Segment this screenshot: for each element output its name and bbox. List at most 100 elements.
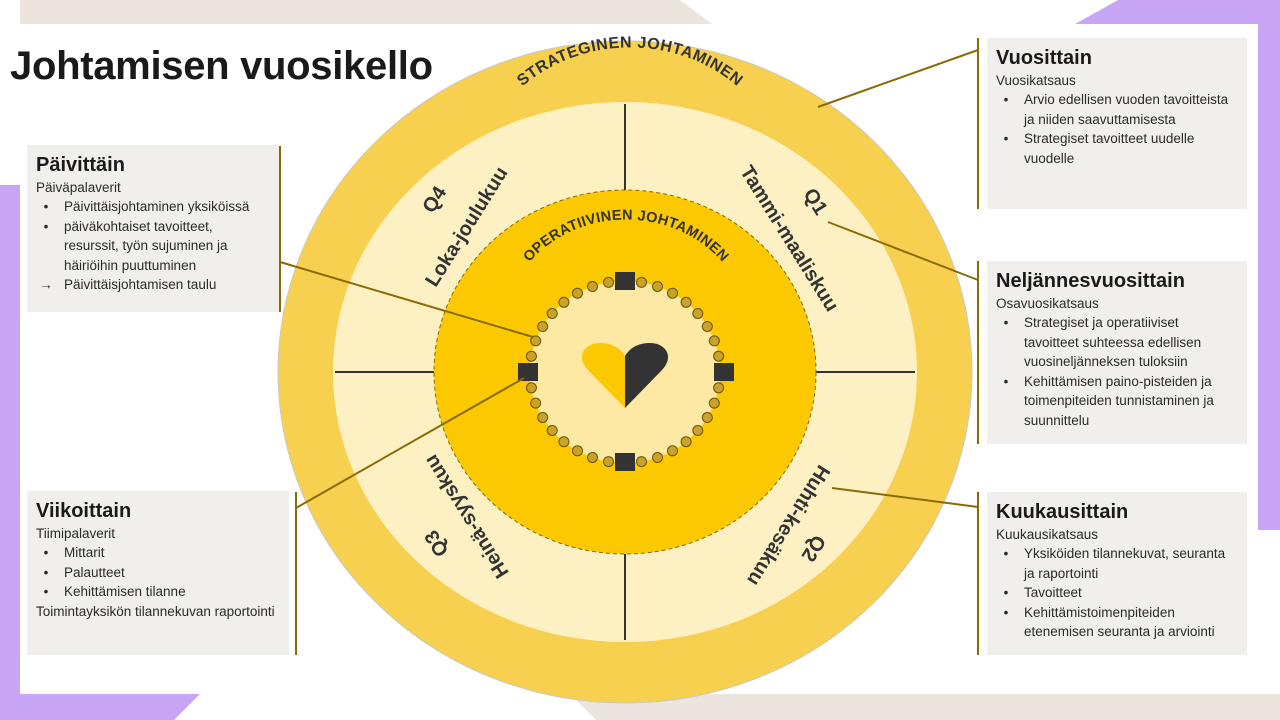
bullet-marker: •	[43, 199, 49, 214]
bead-dot	[652, 452, 663, 463]
list-item: • Kehittämisen tilanne	[36, 582, 279, 602]
list-item: • Päivittäisjohtaminen yksiköissä	[36, 197, 269, 217]
bead-dot	[636, 456, 647, 468]
panel-monthly: Kuukausittain Kuukausikatsaus • Yksiköide…	[987, 492, 1247, 655]
list-item-text: Kehittämistoimenpiteiden etenemisen seur…	[1024, 604, 1215, 640]
panel-list: • Mittarit •Palautteet • Kehittämisen tila…	[36, 543, 279, 602]
bead-dot	[558, 296, 570, 308]
bead-dot	[546, 308, 558, 319]
list-item: • Strategiset ja operatiiviset tavoitteet…	[996, 313, 1237, 372]
purple-corner-shape	[0, 694, 200, 720]
connector-line	[279, 261, 534, 338]
bead-dot	[537, 412, 549, 423]
beige-corner-shape	[20, 0, 712, 24]
bead-dot	[692, 425, 704, 436]
panel-yearly: Vuosittain Vuosikatsaus •Arvio edellisen…	[987, 38, 1247, 209]
panel-title: Viikoittain	[36, 500, 132, 522]
bead-dot	[546, 425, 558, 436]
beige-corner-shape	[570, 694, 1280, 720]
bullet-marker: •	[1003, 92, 1009, 107]
bead-dot	[667, 445, 678, 457]
panel-list: • Arvio edellisen vuoden tavoitteista ja …	[996, 90, 1237, 168]
bullet-marker: •	[43, 545, 49, 560]
panel-weekly: Viikoittain Tiimipalaverit • Mittarit •Pa…	[27, 491, 289, 655]
list-item-text: Päivittäisjohtaminen yksiköissä	[64, 199, 250, 214]
list-item: • Mittarit	[36, 543, 279, 563]
arrow-icon: →	[39, 277, 53, 292]
bead-dot	[708, 335, 720, 347]
list-item-text: Strategiset ja operatiiviset tavoitteet …	[1024, 315, 1202, 369]
panel-daily: Päivittäin Päiväpalaverit • Päivittäisjoh…	[27, 145, 279, 312]
bullet-marker: •	[1003, 546, 1009, 561]
heart-icon	[581, 343, 669, 408]
bead-dot	[636, 276, 647, 288]
bead-dot	[530, 335, 542, 347]
bead-dot	[667, 287, 678, 299]
panel-list: • Yksiköiden tilannekuvat, seuranta ja ra…	[996, 544, 1237, 642]
panel-list: • Päivittäisjohtaminen yksiköissä •päiväk…	[36, 197, 269, 295]
bullet-marker: •	[43, 584, 49, 599]
panel-title: Neljännesvuosittain	[996, 270, 1185, 292]
bead-dot	[713, 350, 725, 362]
bullet-marker: •	[1003, 131, 1009, 146]
bullet-marker: •	[1003, 585, 1009, 600]
bead-dot	[603, 276, 614, 288]
square-marker	[714, 363, 734, 381]
panel-subtitle: Vuosikatsaus	[996, 73, 1076, 88]
list-item-text: Mittarit	[64, 545, 105, 560]
connector-line	[817, 49, 979, 108]
panel-subtitle: Kuukausikatsaus	[996, 527, 1099, 542]
list-item-text: Strategiset tavoitteet uudelle vuodelle	[1024, 131, 1195, 166]
list-item-text: Kehittämisen tilanne	[64, 584, 186, 599]
list-item: • Yksiköiden tilannekuvat, seuranta ja ra…	[996, 544, 1237, 583]
list-item-text: Tavoitteet	[1024, 585, 1082, 600]
panel-title: Päivittäin	[36, 154, 125, 176]
square-marker	[518, 363, 538, 381]
bead-dot	[680, 296, 692, 308]
panel-list: • Strategiset ja operatiiviset tavoitteet…	[996, 313, 1237, 430]
bead-dot	[525, 382, 537, 394]
bead-dot	[701, 412, 713, 423]
panel-subtitle: Päiväpalaverit	[36, 180, 121, 195]
list-item: •Kehittämisen paino-pisteiden ja toimenp…	[996, 372, 1237, 431]
panel-subtitle: Tiimipalaverit	[36, 526, 116, 541]
bead-dot	[572, 287, 583, 299]
bead-dot	[558, 436, 570, 448]
bead-dot	[537, 321, 549, 332]
square-marker	[615, 453, 635, 471]
bullet-marker: •	[43, 564, 49, 580]
list-item: • Tavoitteet	[996, 583, 1237, 603]
list-item: • Arvio edellisen vuoden tavoitteista ja …	[996, 90, 1237, 129]
connectors	[279, 38, 979, 655]
bead-dot	[701, 321, 713, 332]
page-title: Johtamisen vuosikello	[10, 44, 433, 88]
bead-dot	[603, 456, 614, 468]
bead-dot	[587, 452, 598, 463]
bead-dot	[530, 397, 542, 409]
bead-dot	[572, 445, 583, 457]
bead-dot	[587, 281, 598, 292]
panel-title: Kuukausittain	[996, 501, 1129, 523]
list-item-text: päiväkohtaiset tavoitteet, resurssit, ty…	[64, 218, 228, 273]
connector-line	[831, 487, 979, 508]
bead-dot	[713, 382, 725, 394]
bullet-marker: •	[1003, 604, 1009, 620]
purple-corner-shape	[1075, 0, 1280, 530]
list-item: •Palautteet	[36, 563, 279, 583]
bullet-marker: •	[1003, 315, 1009, 330]
bead-ring	[525, 276, 725, 468]
list-item: • Strategiset tavoitteet uudelle vuodelle	[996, 129, 1237, 168]
bead-dot	[680, 436, 692, 448]
bead-dot	[692, 308, 704, 319]
list-item: → Päivittäisjohtamisen taulu	[36, 275, 269, 295]
square-marker	[615, 272, 635, 290]
list-item-text: Arvio edellisen vuoden tavoitteista ja n…	[1024, 92, 1229, 127]
panel-footer: Toimintayksikön tilannekuvan raportointi	[36, 603, 275, 619]
list-item-text: Yksiköiden tilannekuvat, seuranta ja rap…	[1024, 546, 1226, 581]
connector-line	[827, 221, 979, 281]
purple-corner-shape	[0, 185, 20, 720]
list-item-text: Päivittäisjohtamisen taulu	[64, 277, 217, 292]
list-item: •päiväkohtaiset tavoitteet, resurssit, t…	[36, 217, 269, 276]
panel-quarterly: Neljännesvuosittain Osavuosikatsaus •Str…	[987, 261, 1247, 444]
